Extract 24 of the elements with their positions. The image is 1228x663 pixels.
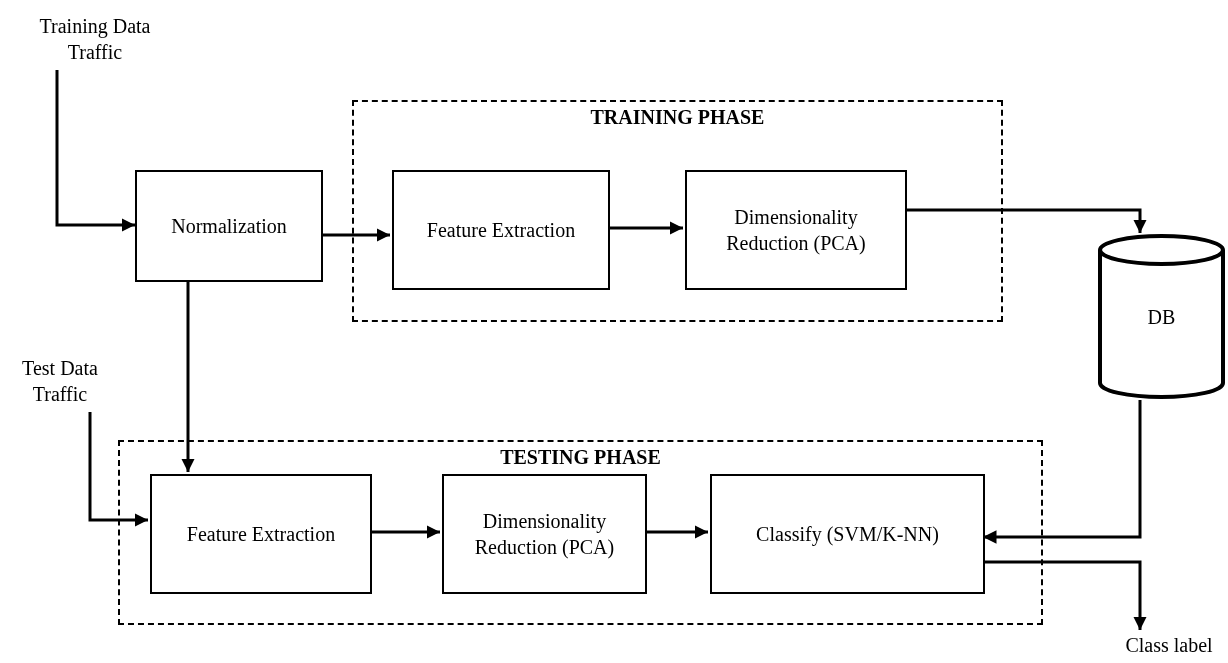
arrow [983, 560, 1147, 630]
phase-title: TESTING PHASE [500, 446, 661, 469]
output-label: Class label [1110, 630, 1228, 660]
arrow [370, 525, 440, 539]
arrow [55, 70, 135, 232]
arrow [645, 525, 708, 539]
arrow [181, 282, 195, 472]
process-box: Dimensionality Reduction (PCA) [685, 170, 907, 290]
phase-title: TRAINING PHASE [590, 106, 765, 129]
source-label: Test Data Traffic [0, 350, 120, 412]
process-box: Feature Extraction [150, 474, 372, 594]
process-box: Dimensionality Reduction (PCA) [442, 474, 647, 594]
arrow [323, 228, 390, 242]
source-label: Training Data Traffic [20, 8, 170, 70]
process-box: Classify (SVM/K-NN) [710, 474, 985, 594]
node-label: DB [1146, 304, 1177, 330]
process-box: Normalization [135, 170, 323, 282]
arrow [905, 208, 1147, 233]
arrow [608, 221, 683, 235]
phase-frame [118, 440, 1043, 625]
phase-frame [352, 100, 1003, 322]
process-box: Feature Extraction [392, 170, 610, 290]
arrow [88, 412, 148, 527]
arrow [983, 400, 1142, 544]
